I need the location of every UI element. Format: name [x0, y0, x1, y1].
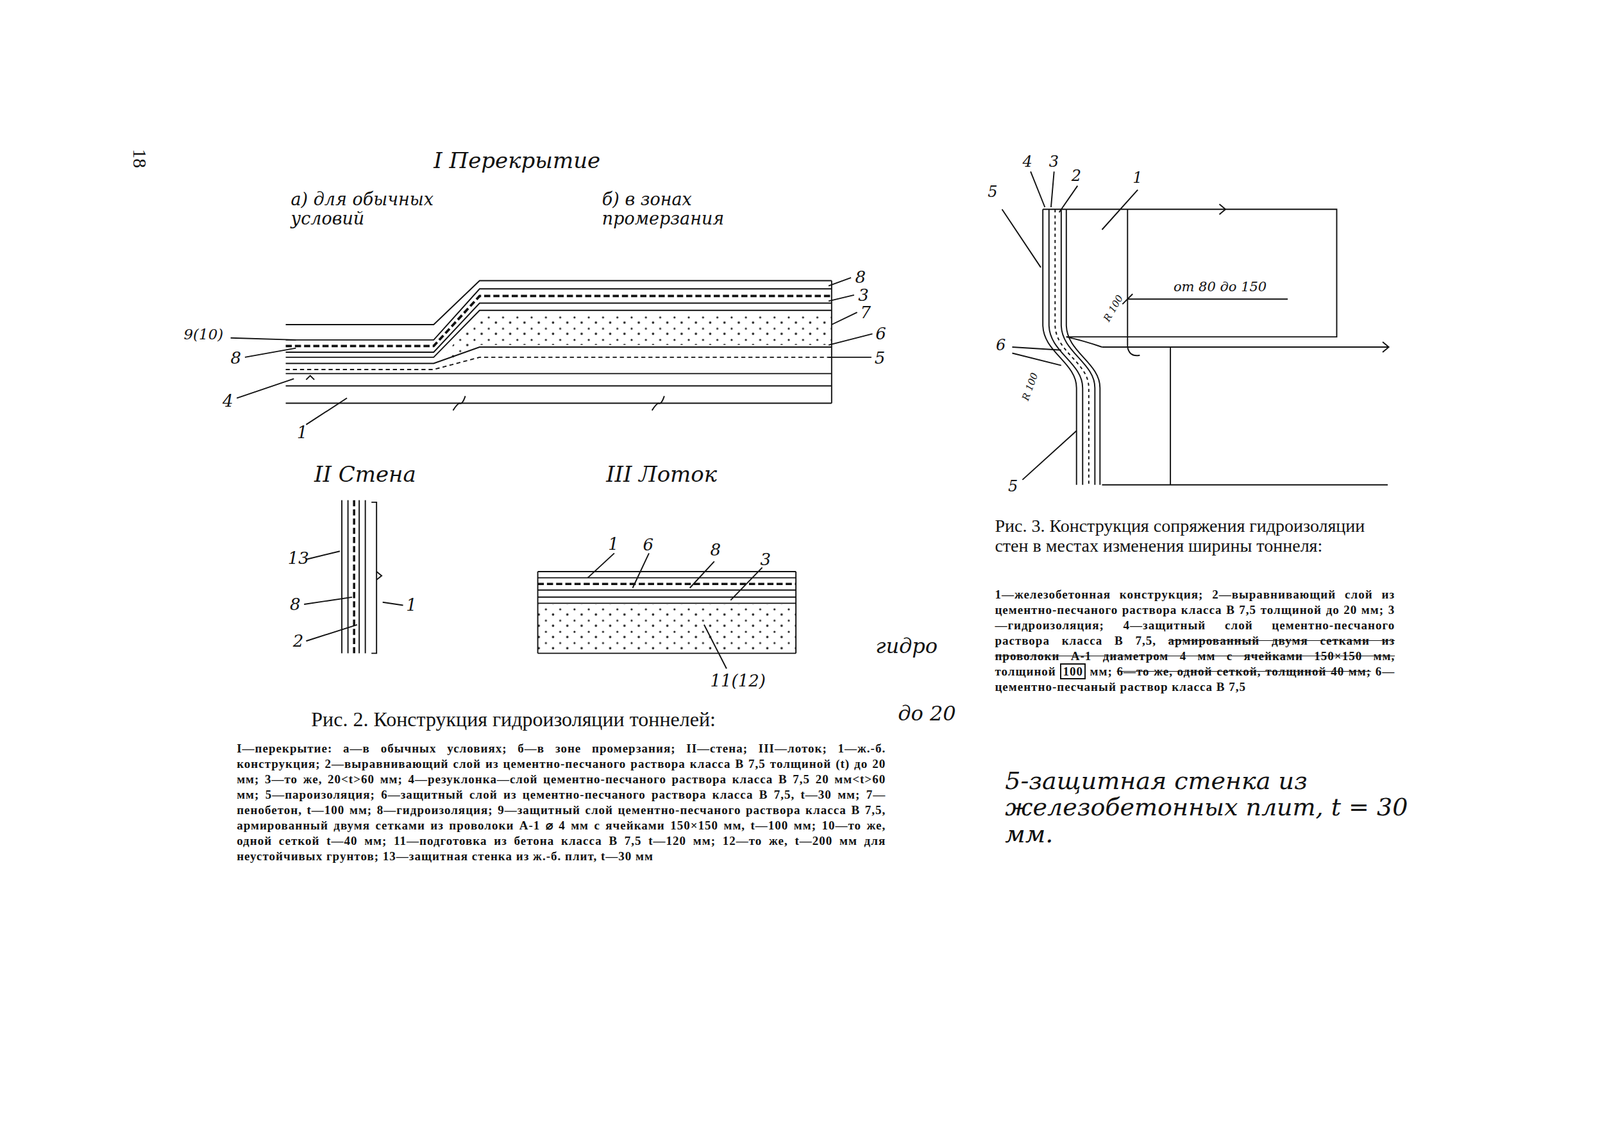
callout-number: 3	[1049, 153, 1059, 170]
callout-leaders	[230, 277, 873, 425]
legend-text: толщиной	[994, 664, 1056, 678]
handwritten-note: 5-защитная стенка из железобетонных плит…	[1004, 767, 1413, 848]
dimension: от 80 до 150	[1173, 279, 1267, 295]
callout-number: 9(10)	[183, 326, 224, 343]
radius-label: R 100	[1101, 293, 1126, 324]
callout-number: 8	[230, 348, 242, 368]
legend-text: 6—то же, одной сеткой, толщиной 40 мм;	[1116, 664, 1372, 678]
callout-number: 5	[987, 183, 998, 201]
handwritten-note: б) в зонах промерзания	[602, 189, 796, 228]
legend-text: 100	[1060, 663, 1086, 680]
handwritten-note: до 20	[897, 702, 956, 725]
callout-number: 1	[1132, 169, 1143, 186]
legend-block: 1—железобетонная конструкция; 2—выравнив…	[994, 586, 1395, 695]
callout-number: 6	[995, 336, 1006, 354]
callout-number: 6	[642, 535, 654, 555]
legend-text: I—перекрытие: а—в обычных условиях; б—в …	[236, 740, 886, 864]
callout-number: 4	[1022, 153, 1032, 170]
callout-number: 3	[759, 550, 771, 569]
handwritten-note: а) для обычных условий	[290, 189, 480, 228]
tray-section	[538, 552, 797, 669]
page-number: 18	[129, 148, 151, 169]
callout-number: 1	[296, 423, 308, 442]
callout-number: 3	[858, 286, 869, 305]
figure-title: II Стена	[314, 462, 417, 487]
figure-title: III Лоток	[606, 462, 717, 487]
slab-section	[286, 280, 832, 411]
callout-number: 4	[222, 391, 234, 411]
wall-section	[303, 500, 403, 654]
handwritten-note: гидро	[875, 634, 938, 658]
callout-number: 13	[287, 548, 310, 568]
legend-text: мм;	[1090, 664, 1113, 678]
junction-section	[1002, 171, 1390, 485]
callout-number: 1	[405, 595, 417, 615]
callout-number: 2	[293, 631, 304, 651]
figure-title: I Перекрытие	[433, 148, 601, 173]
callout-number: 11(12)	[709, 671, 766, 691]
radius-label: R 100	[1020, 371, 1041, 403]
callout-number: 7	[859, 303, 871, 322]
callout-number: 8	[709, 540, 721, 560]
callout-number: 1	[607, 534, 619, 554]
callout-number: 8	[854, 268, 866, 287]
callout-number: 5	[874, 348, 886, 368]
callout-number: 6	[875, 324, 887, 344]
figure-caption: Рис. 3. Конструкция сопряжения гидроизол…	[994, 516, 1395, 556]
callout-number: 2	[1071, 167, 1082, 185]
callout-number: 5	[1008, 477, 1018, 495]
callout-number: 8	[289, 595, 301, 614]
figure-caption: Рис. 2. Конструкция гидроизоляции тоннел…	[311, 707, 862, 731]
